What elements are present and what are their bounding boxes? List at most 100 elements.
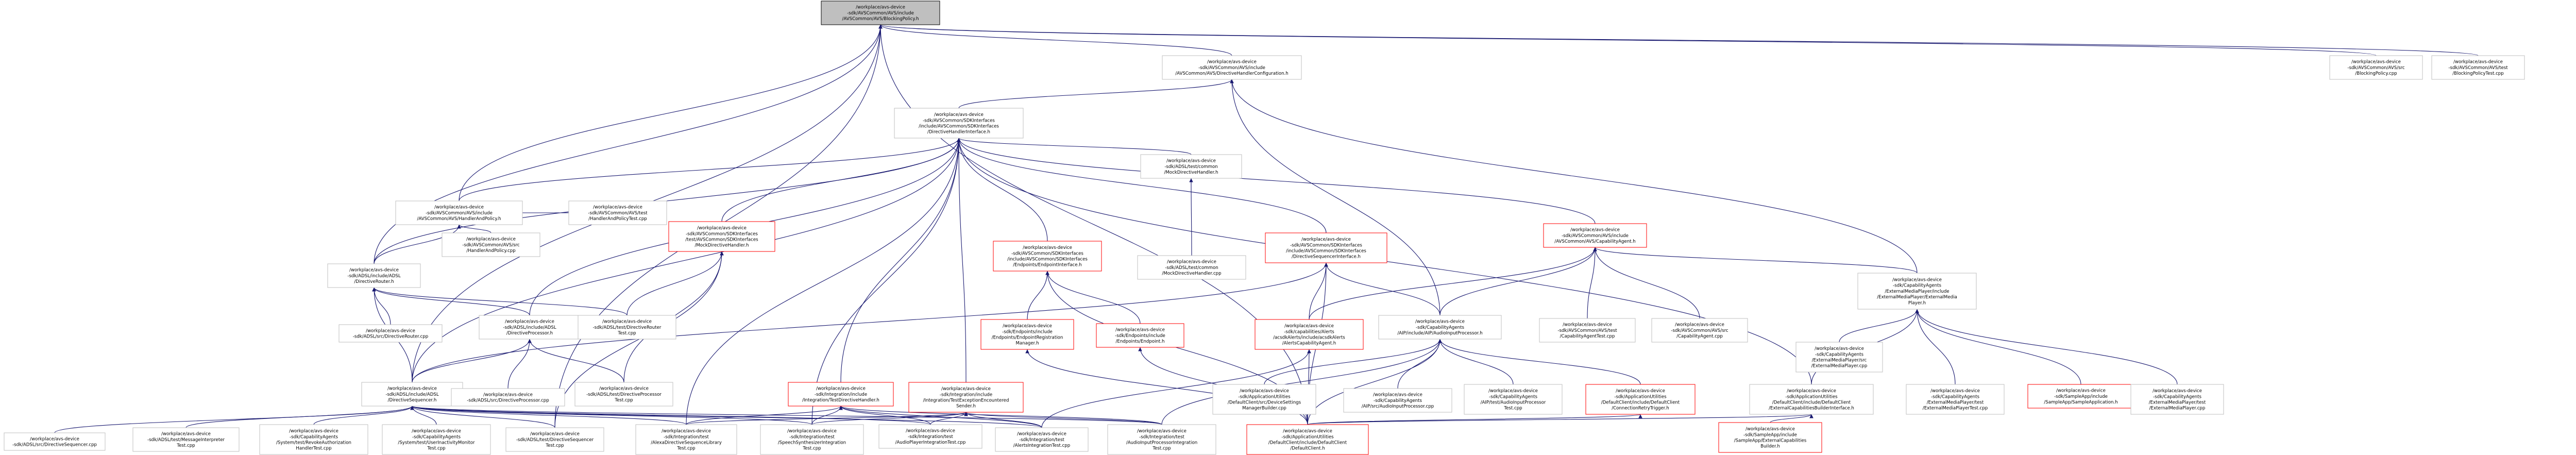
file-node-emp_cpp[interactable]: /workplace/avs-device-sdk/CapabilityAgen…: [1795, 342, 1883, 373]
file-node-label-line: Test.cpp: [176, 443, 195, 448]
file-node-mock_dh_cpp[interactable]: /workplace/avs-device-sdk/ADSL/test/comm…: [1137, 255, 1246, 280]
file-node-label-line: /SpeechSynthesizerIntegration: [778, 441, 846, 446]
file-node-aip_test[interactable]: /workplace/avs-device-sdk/CapabilityAgen…: [1464, 384, 1563, 415]
file-node-aip_cpp[interactable]: /workplace/avs-device-sdk/CapabilityAgen…: [1343, 388, 1452, 413]
file-node-dhi[interactable]: /workplace/avs-device-sdk/AVSCommon/SDKI…: [894, 108, 1024, 139]
file-node-label-line: /SampleApp/SampleApplication.h: [2044, 400, 2117, 405]
edge-ds_h-to-dhi: [412, 138, 961, 383]
file-node-box: [993, 241, 1102, 272]
file-node-label-line: /workplace/avs-device: [1373, 393, 1422, 398]
file-node-dhc[interactable]: /workplace/avs-device-sdk/AVSCommon/AVS/…: [1162, 55, 1302, 80]
file-node-aip_h[interactable]: /workplace/avs-device-sdk/CapabilityAgen…: [1378, 315, 1502, 340]
file-node-ep_endpoint[interactable]: /workplace/avs-device-sdk/Endpoints/incl…: [1096, 323, 1184, 348]
file-node-mock_dh_h[interactable]: /workplace/avs-device-sdk/ADSL/test/comm…: [1140, 154, 1242, 179]
file-node-label-line: /DefaultClient/src/DeviceSettings: [1228, 400, 1301, 406]
file-node-label-line: Manager.h: [1015, 341, 1039, 346]
file-node-root[interactable]: /workplace/avs-device-sdk/AVSCommon/AVS/…: [821, 1, 940, 25]
file-node-ext_builder[interactable]: /workplace/avs-device-sdk/SampleApp/incl…: [1718, 422, 1822, 453]
file-node-box: [821, 1, 940, 25]
file-node-cap_agent_h[interactable]: /workplace/avs-device-sdk/AVSCommon/AVS/…: [1543, 223, 1647, 248]
file-node-dsmb[interactable]: /workplace/avs-device-sdk/ApplicationUti…: [1212, 384, 1316, 415]
file-node-msg_int[interactable]: /workplace/avs-device-sdk/ADSL/test/Mess…: [132, 427, 240, 452]
file-node-sample_app[interactable]: /workplace/avs-device-sdk/SampleApp/incl…: [2027, 384, 2134, 409]
file-node-emp_h[interactable]: /workplace/avs-device-sdk/CapabilityAgen…: [1857, 273, 1977, 310]
edge-ep_h-to-dhi: [957, 138, 1048, 242]
file-node-box: [1543, 223, 1647, 248]
file-node-alexa_seq[interactable]: /workplace/avs-device-sdk/Integration/te…: [635, 424, 737, 455]
file-node-alerts_h[interactable]: /workplace/avs-device-sdk/capabilities/A…: [1255, 319, 1364, 350]
file-node-dp_test[interactable]: /workplace/avs-device-sdk/ADSL/test/Dire…: [574, 382, 673, 407]
edge-ds_test-to-ds_h: [410, 406, 555, 428]
file-node-label-line: -sdk/Integration/test: [664, 434, 709, 440]
file-node-speech_int[interactable]: /workplace/avs-device-sdk/Integration/te…: [760, 424, 864, 455]
file-node-label-line: /workplace/avs-device: [599, 386, 649, 392]
file-node-label-line: -sdk/CapabilityAgents: [1815, 352, 1863, 357]
file-node-ecs[interactable]: /workplace/avs-device-sdk/Integration/in…: [908, 382, 1024, 413]
file-node-haap_src[interactable]: /workplace/avs-device-sdk/AVSCommon/AVS/…: [442, 232, 540, 257]
file-node-dsi[interactable]: /workplace/avs-device-sdk/AVSCommon/SDKI…: [1265, 232, 1387, 263]
file-node-label-line: Builder.h: [1760, 444, 1780, 449]
file-node-tdh[interactable]: /workplace/avs-device-sdk/Integration/in…: [788, 382, 894, 407]
file-node-dr_h[interactable]: /workplace/avs-device-sdk/ADSL/include/A…: [327, 263, 421, 288]
file-node-dp_h[interactable]: /workplace/avs-device-sdk/ADSL/include/A…: [479, 315, 581, 340]
file-node-ep_h[interactable]: /workplace/avs-device-sdk/AVSCommon/SDKI…: [993, 241, 1102, 272]
edge-dr_test-to-mock_sdk: [626, 251, 724, 316]
file-node-cat_test[interactable]: /workplace/avs-device-sdk/AVSCommon/AVS/…: [1539, 318, 1636, 343]
file-node-sync_auth[interactable]: /workplace/avs-device-sdk/CapabilityAgen…: [259, 424, 368, 455]
edge-dhi-to-dhc: [958, 79, 1234, 109]
file-node-label-line: /workplace/avs-device: [1616, 389, 1665, 394]
file-node-label-line: /workplace/avs-device: [1207, 60, 1257, 65]
file-node-emp_test[interactable]: /workplace/avs-device-sdk/CapabilityAgen…: [1906, 384, 2005, 415]
file-node-mock_sdk[interactable]: /workplace/avs-device-sdk/AVSCommon/SDKI…: [668, 221, 775, 252]
file-node-label-line: /workplace/avs-device: [1415, 319, 1465, 325]
file-node-bp_src[interactable]: /workplace/avs-device-sdk/AVSCommon/AVS/…: [2329, 55, 2423, 80]
file-node-label-line: /MockDirectiveHandler.cpp: [1162, 271, 1221, 276]
file-node-label-line: /workplace/avs-device: [289, 429, 338, 434]
edge-ainput_int-to-ds_h: [410, 406, 1162, 425]
file-node-label-line: /ExternalMediaPlayer/test: [1927, 400, 1984, 406]
file-node-sync_user[interactable]: /workplace/avs-device-sdk/CapabilityAgen…: [382, 424, 491, 455]
file-node-label-line: /DirectiveSequencerInterface.h: [1292, 255, 1361, 260]
file-node-label-line: -sdk/ADSL/src/DirectiveProcessor.cpp: [467, 398, 549, 403]
file-node-label-line: -sdk/Integration/test: [789, 434, 835, 440]
file-node-ecbi[interactable]: /workplace/avs-device-sdk/ApplicationUti…: [1749, 384, 1874, 415]
file-node-dr_test[interactable]: /workplace/avs-device-sdk/ADSL/test/Dire…: [578, 315, 676, 340]
file-node-label-line: Test.cpp: [427, 446, 445, 451]
file-node-ep_reg[interactable]: /workplace/avs-device-sdk/Endpoints/incl…: [980, 319, 1074, 350]
edge-dr_h-to-root: [374, 24, 883, 264]
file-node-label-line: /workplace/avs-device: [1137, 429, 1187, 434]
file-node-label-line: -sdk/Endpoints/include: [1115, 333, 1165, 339]
file-node-crt[interactable]: /workplace/avs-device-sdk/ApplicationUti…: [1585, 384, 1696, 415]
file-node-ca_src[interactable]: /workplace/avs-device-sdk/AVSCommon/AVS/…: [1651, 318, 1748, 343]
file-node-box: [1857, 273, 1977, 310]
file-node-ca_emp_cap[interactable]: /workplace/avs-device-sdk/CapabilityAgen…: [2130, 384, 2224, 415]
file-node-label-line: /acsdkAlerts/include/acsdkAlerts: [1273, 335, 1345, 341]
edge-alerts_int-to-ds_h: [410, 406, 1042, 428]
edge-ca_src-to-cap_agent_h: [1593, 247, 1700, 319]
edge-alexa_seq-to-ds_h: [410, 406, 687, 425]
file-node-audio_int[interactable]: /workplace/avs-device-sdk/Integration/te…: [878, 424, 982, 449]
file-node-label-line: -sdk/AVSCommon/AVS/include: [1562, 233, 1629, 239]
file-node-label-line: /workplace/avs-device: [2453, 60, 2503, 65]
file-node-label-line: /workplace/avs-device: [161, 432, 211, 437]
file-node-ainput_int[interactable]: /workplace/avs-device-sdk/Integration/te…: [1107, 424, 1216, 455]
file-nodes: /workplace/avs-device -sdk/AVSCommon/AVS/…: [4, 1, 2525, 455]
file-node-bp_test[interactable]: /workplace/avs-device-sdk/AVSCommon/AVS/…: [2431, 55, 2525, 80]
edge-ainput_int-to-tdh: [839, 406, 1162, 425]
file-node-alerts_int[interactable]: /workplace/avs-device-sdk/Integration/te…: [995, 427, 1089, 452]
file-node-ds_cpp[interactable]: /workplace/avs-device-sdk/ADSL/src/Direc…: [4, 432, 106, 451]
edge-def_client-to-root: [878, 24, 1308, 425]
file-node-haap[interactable]: /workplace/avs-device-sdk/AVSCommon/AVS/…: [395, 200, 523, 225]
file-node-label-line: /workplace/avs-device: [1115, 328, 1165, 333]
file-node-haap_test[interactable]: /workplace/avs-device-sdk/AVSCommon/AVS/…: [568, 200, 667, 225]
file-node-label-line: -sdk/ApplicationUtilities: [1614, 394, 1667, 399]
file-node-ds_h[interactable]: /workplace/avs-device-sdk/ADSL/include/A…: [361, 382, 463, 407]
file-node-dp_cpp[interactable]: /workplace/avs-device-sdk/ADSL/src/Direc…: [451, 388, 565, 407]
file-node-label-line: -sdk/AVSCommon/SDKInterfaces: [1290, 243, 1362, 248]
file-node-ds_test[interactable]: /workplace/avs-device-sdk/ADSL/test/Dire…: [505, 427, 604, 452]
file-node-label-line: /Integration/TestDirectiveHandler.h: [802, 398, 879, 403]
edge-emp_test-to-emp_h: [1915, 309, 1956, 385]
file-node-dr_cpp[interactable]: /workplace/avs-device-sdk/ADSL/src/Direc…: [338, 324, 443, 343]
file-node-def_client[interactable]: /workplace/avs-device-sdk/ApplicationUti…: [1246, 424, 1369, 455]
file-node-label-line: /workplace/avs-device: [856, 5, 905, 10]
